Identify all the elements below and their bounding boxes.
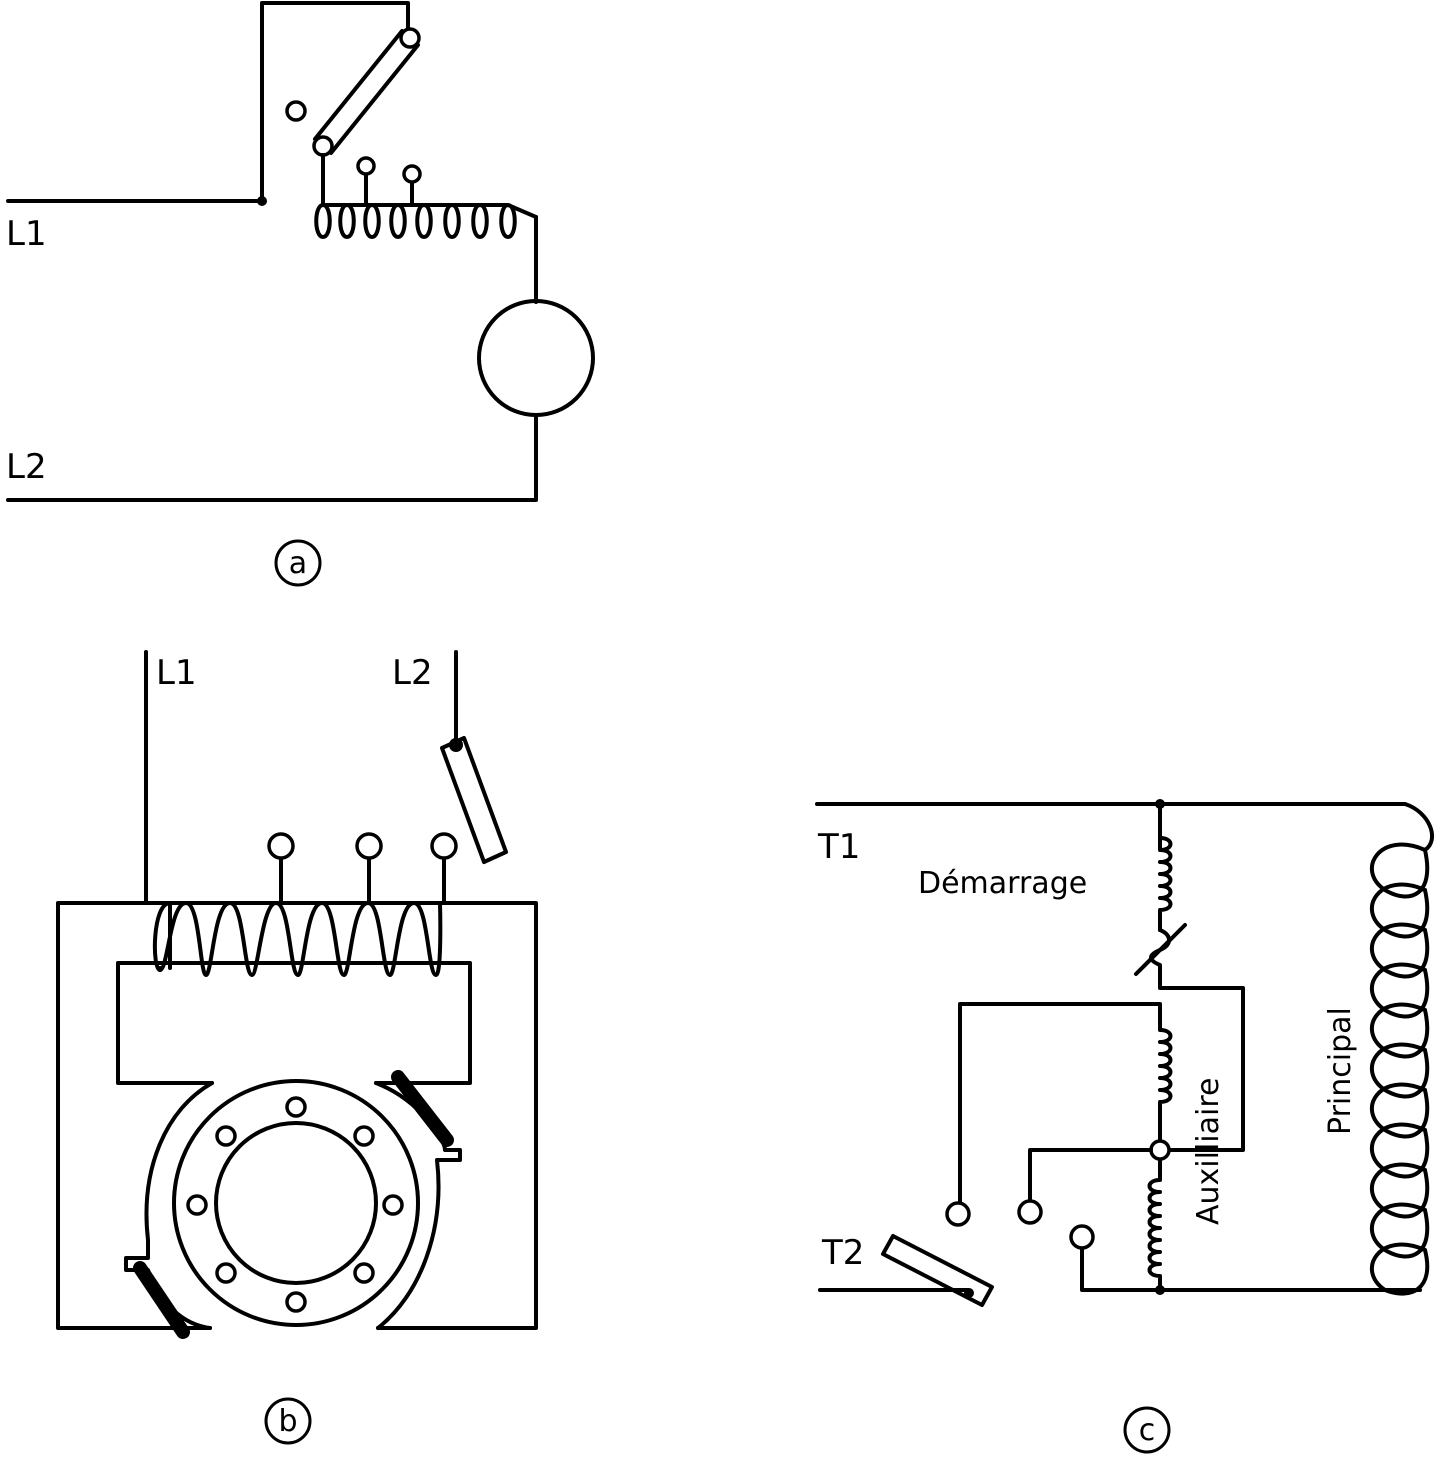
shading-coil-lower xyxy=(133,1261,190,1339)
diagram-b: L1 L2 b xyxy=(56,650,538,1445)
selector-switch-blade xyxy=(881,1234,994,1307)
label-l1: L1 xyxy=(6,214,47,254)
label-l2: L2 xyxy=(6,447,47,487)
label-t2: T2 xyxy=(821,1233,864,1273)
selector-terminal xyxy=(1069,1224,1095,1250)
auxiliary-winding-upper-coil xyxy=(958,1002,1173,1207)
winding-tap-terminal xyxy=(402,164,422,184)
label-l2: L2 xyxy=(392,653,433,693)
tap-wire xyxy=(1028,1148,1153,1205)
junction-dot xyxy=(1155,1285,1165,1295)
caption-b: b xyxy=(278,1404,297,1439)
shading-coil-upper xyxy=(391,1070,454,1147)
rotor-outer xyxy=(172,1079,420,1327)
caption-c: c xyxy=(1139,1413,1156,1448)
label-auxiliary-winding: Auxilliaire xyxy=(1191,1078,1226,1225)
rotor-inner xyxy=(214,1121,378,1285)
winding-tap-terminal xyxy=(356,156,376,176)
starting-winding-coil xyxy=(1158,802,1173,932)
tapped-winding-coil xyxy=(314,203,538,239)
diagram-c: T1 T2 Démarrage Auxilliaire Principal c xyxy=(815,799,1435,1454)
auxiliary-winding-lower-coil xyxy=(1147,1158,1162,1292)
line-l2-wire xyxy=(6,413,538,502)
caption-circle xyxy=(1123,1406,1171,1454)
junction-dot xyxy=(257,196,267,206)
rotor-slots xyxy=(186,1096,404,1313)
pole-piece xyxy=(116,961,472,1085)
winding-tap-terminal xyxy=(267,832,295,860)
label-l1: L1 xyxy=(156,653,197,693)
winding-tap-terminal xyxy=(430,832,458,860)
winding-tap-terminal xyxy=(355,832,383,860)
caption-circle xyxy=(264,1397,312,1445)
motor-symbol xyxy=(477,299,595,417)
label-t1: T1 xyxy=(817,827,860,867)
rotor-opening xyxy=(124,1081,462,1330)
stator-frame xyxy=(56,901,538,1330)
label-main-winding: Principal xyxy=(1323,1007,1358,1135)
line-l1-wire xyxy=(6,1,410,203)
switch-terminal xyxy=(285,100,307,122)
junction-terminal xyxy=(1149,1139,1171,1161)
selector-switch-blade xyxy=(312,27,421,157)
caption-a: a xyxy=(289,546,307,581)
main-winding-coil xyxy=(1370,802,1435,1296)
selector-terminal xyxy=(1017,1199,1043,1225)
selector-terminal xyxy=(945,1201,971,1227)
return-wire xyxy=(1080,1246,1422,1292)
selector-switch-blade xyxy=(440,736,508,864)
label-starting-winding: Démarrage xyxy=(918,866,1087,901)
caption-circle xyxy=(274,539,322,587)
diagram-a: L1 L2 a xyxy=(6,1,595,587)
centrifugal-switch xyxy=(1134,923,1245,1152)
